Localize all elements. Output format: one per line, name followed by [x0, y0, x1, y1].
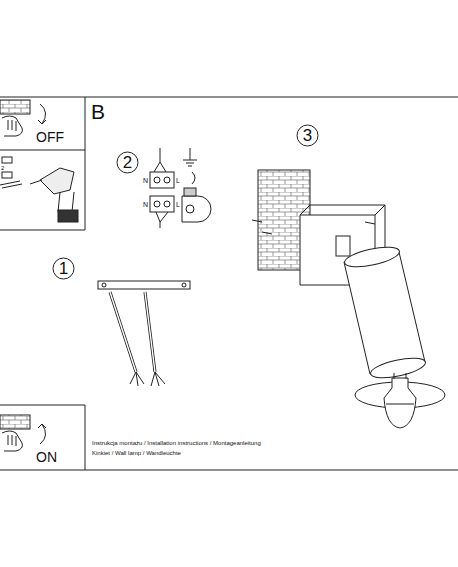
step-number-circle: 1	[52, 257, 75, 280]
terminal-block	[150, 148, 211, 228]
terminal-label: N	[143, 201, 148, 208]
callout-number: 2	[123, 154, 132, 171]
switch-state: ON	[36, 450, 57, 464]
caption-line: Instrukcja montażu / Installation instru…	[92, 440, 261, 446]
terminal-label: N	[143, 177, 148, 184]
switch-state: OFF	[36, 130, 64, 144]
terminal-label: L	[176, 201, 180, 208]
part-number: 2	[1, 165, 4, 171]
step-number-circle: 2	[116, 151, 139, 174]
callout-number: 1	[59, 260, 68, 277]
panel-letter: B	[91, 101, 105, 122]
wall-lamp	[252, 170, 445, 428]
caption-line: Kinkiet / Wall lamp / Wandleuchte	[92, 450, 181, 456]
switch-hand-on	[0, 415, 46, 451]
drill-and-screws	[0, 157, 78, 222]
step-number-circle: 3	[296, 124, 319, 147]
mounting-plate-wires	[98, 281, 190, 386]
callout-number: 3	[303, 127, 312, 144]
terminal-label: L	[176, 177, 180, 184]
frame-lines	[0, 97, 458, 470]
